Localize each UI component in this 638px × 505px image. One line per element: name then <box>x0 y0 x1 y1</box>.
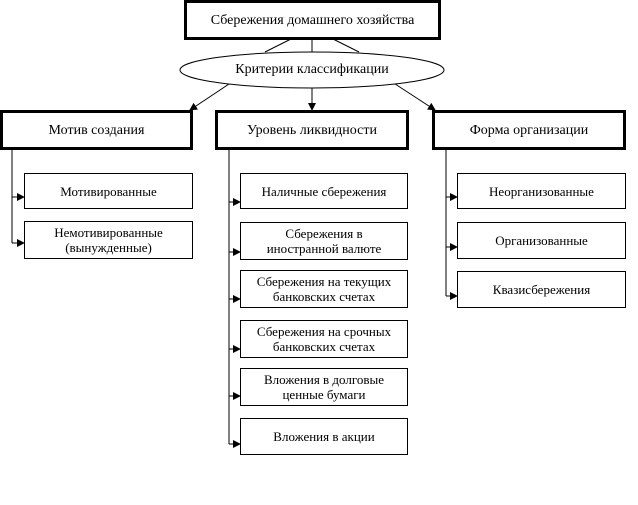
criteria-ellipse-shape <box>179 51 445 89</box>
leaf-node: Сбережения на текущих банковских счетах <box>240 270 408 308</box>
leaf-label: Немотивированные (вынужденные) <box>54 225 163 255</box>
leaf-label: Мотивированные <box>60 183 157 199</box>
root-label: Сбережения домашнего хозяйства <box>210 12 415 28</box>
column-header-label: Уровень ликвидности <box>247 122 377 138</box>
leaf-node: Квазисбережения <box>457 271 626 308</box>
leaf-label: Организованные <box>495 233 588 248</box>
criteria-label: Критерии классификации <box>235 62 389 77</box>
leaf-label: Сбережения на срочных банковских счетах <box>256 324 392 354</box>
criteria-node: Критерии классификации <box>180 52 444 88</box>
column-header-liquidity: Уровень ликвидности <box>215 110 409 150</box>
leaf-label: Сбережения в иностранной валюте <box>266 226 382 256</box>
root-node: Сбережения домашнего хозяйства <box>184 0 441 40</box>
leaf-label: Вложения в акции <box>273 429 375 444</box>
leaf-label: Вложения в долговые ценные бумаги <box>263 372 385 402</box>
leaf-label: Неорганизованные <box>489 183 594 199</box>
leaf-label: Наличные сбережения <box>261 183 387 199</box>
column-header-form: Форма организации <box>432 110 626 150</box>
column-header-label: Форма организации <box>469 122 589 138</box>
criteria-to-form-arrow <box>388 79 436 111</box>
leaf-node: Вложения в долговые ценные бумаги <box>240 368 408 406</box>
leaf-node: Мотивированные <box>24 173 193 209</box>
leaf-label: Квазисбережения <box>492 282 591 297</box>
root-to-criteria-line-right <box>330 37 360 53</box>
leaf-label: Сбережения на текущих банковских счетах <box>256 274 392 304</box>
criteria-to-motive-arrow <box>189 79 236 111</box>
column-header-motive: Мотив создания <box>0 110 193 150</box>
leaf-node: Немотивированные (вынужденные) <box>24 221 193 259</box>
leaf-node: Вложения в акции <box>240 418 408 455</box>
leaf-node: Неорганизованные <box>457 173 626 209</box>
leaf-node: Организованные <box>457 222 626 259</box>
column-header-label: Мотив создания <box>48 122 145 138</box>
leaf-node: Наличные сбережения <box>240 173 408 209</box>
leaf-node: Сбережения в иностранной валюте <box>240 222 408 260</box>
leaf-node: Сбережения на срочных банковских счетах <box>240 320 408 358</box>
root-to-criteria-line-left <box>264 37 294 53</box>
